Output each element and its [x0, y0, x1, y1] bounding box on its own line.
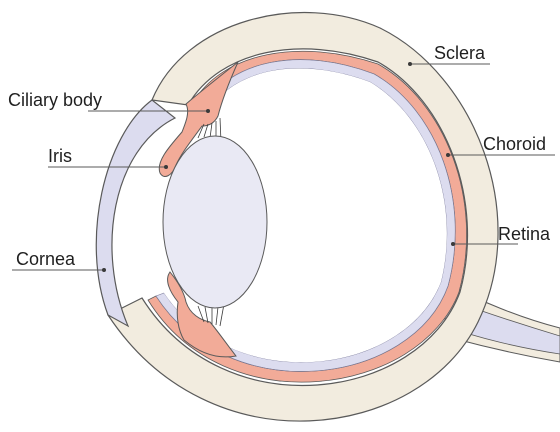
cornea-pointer — [102, 268, 106, 272]
lens — [163, 136, 267, 308]
sclera-pointer — [408, 62, 412, 66]
iris-pointer — [164, 165, 168, 169]
label-retina: Retina — [498, 224, 551, 244]
label-cornea: Cornea — [16, 249, 76, 269]
label-ciliary-body: Ciliary body — [8, 90, 102, 110]
label-choroid: Choroid — [483, 134, 546, 154]
choroid-pointer — [446, 153, 450, 157]
retina-pointer — [451, 242, 455, 246]
ciliary-body-pointer — [206, 109, 210, 113]
label-iris: Iris — [48, 146, 72, 166]
label-sclera: Sclera — [434, 43, 486, 63]
